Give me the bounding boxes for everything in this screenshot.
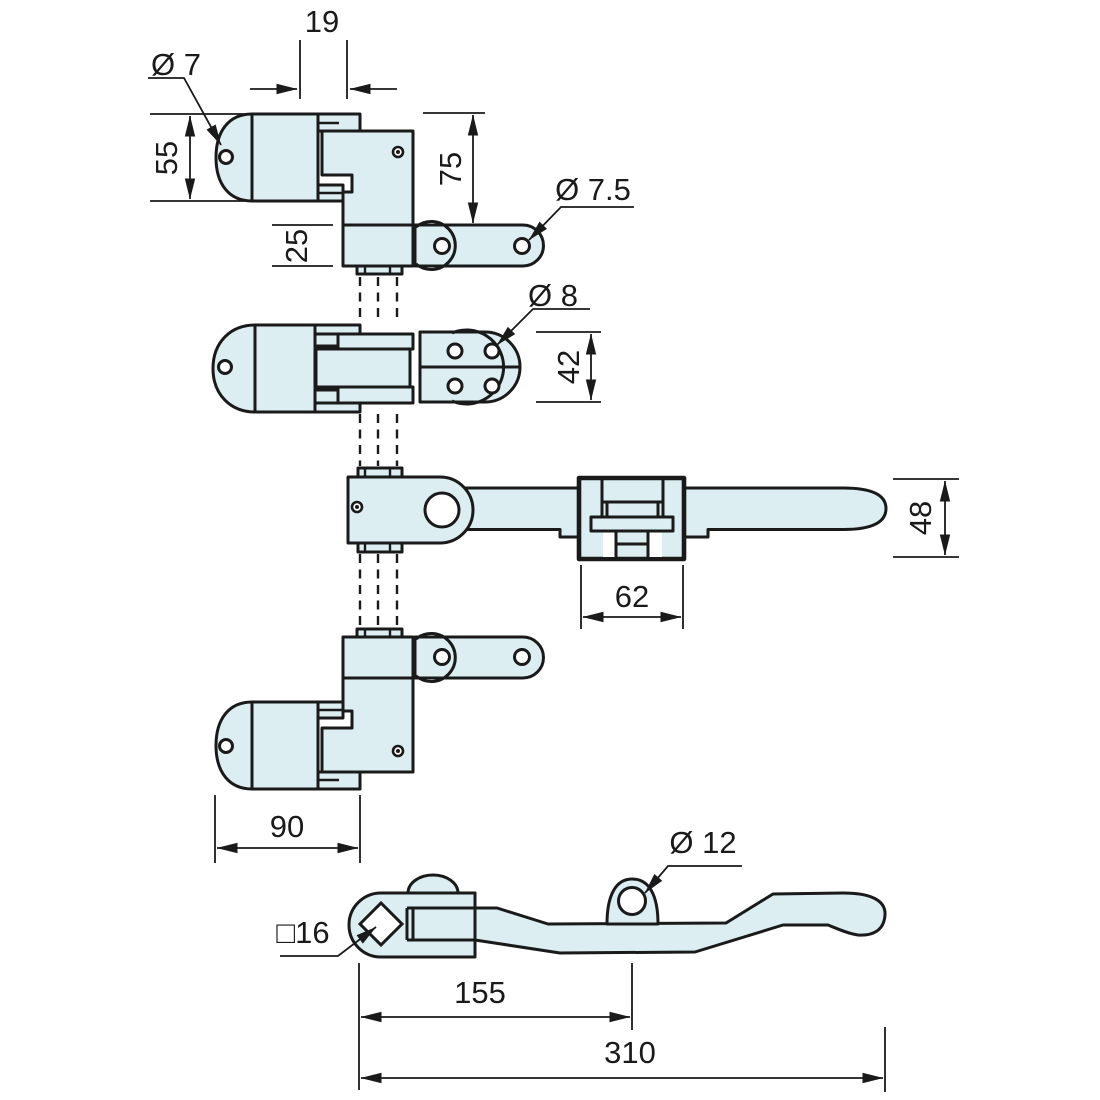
guide-bracket: [576, 475, 687, 562]
screw-hole-center: [396, 150, 400, 154]
eyelet-hole: [617, 886, 647, 916]
dim-19: 19: [250, 4, 397, 99]
dim-label-48: 48: [903, 501, 938, 535]
keeper-body: [253, 323, 317, 414]
dia-label-7: Ø 7: [151, 47, 201, 82]
dim-310: 310: [360, 1027, 886, 1092]
bracket-void: [649, 532, 662, 557]
dia-label-7-5: Ø 7.5: [555, 172, 631, 207]
link-hole-inner: [433, 237, 451, 255]
rod-stub: [355, 264, 404, 276]
upper-rod-guide-assembly: [214, 112, 545, 276]
dim-label-55: 55: [149, 141, 184, 175]
rod-bar: [314, 347, 412, 389]
dim-62: 62: [580, 565, 684, 629]
screw-hole-center: [355, 505, 359, 509]
arm-insert-lines: [405, 906, 475, 942]
keeper-mount-hole: [217, 359, 233, 375]
label-dia-8: Ø 8: [496, 278, 590, 346]
dim-label-310: 310: [604, 1035, 656, 1070]
dim-label-75: 75: [433, 152, 468, 186]
label-dia-7-5: Ø 7.5: [528, 172, 634, 241]
dim-42: 42: [536, 331, 601, 403]
dimension-annotations: 19 Ø 7 55 75 25 Ø 7.5 Ø 8: [148, 4, 959, 1092]
keeper-body: [250, 112, 320, 203]
dim-55: 55: [149, 113, 244, 202]
square-label-16: □16: [276, 915, 329, 950]
dim-label-19: 19: [305, 4, 339, 39]
plate-hole: [483, 342, 501, 360]
dim-label-62: 62: [615, 579, 649, 614]
keeper-mount-hole: [218, 149, 234, 165]
middle-rod-guide-assembly: [211, 323, 522, 414]
label-dia-12: Ø 12: [644, 825, 742, 894]
dim-25: 25: [272, 224, 333, 267]
lever-mechanism: [346, 466, 888, 562]
plate-hole: [483, 377, 501, 395]
dia-label-8: Ø 8: [528, 278, 578, 313]
plate-hole: [446, 377, 464, 395]
dim-155: 155: [358, 963, 633, 1090]
keeper-end-cap: [211, 323, 257, 414]
hub-bump: [406, 873, 460, 895]
bracket-void: [603, 532, 615, 557]
plate-hole: [446, 342, 464, 360]
handle-arm: [473, 891, 887, 955]
dim-label-42: 42: [551, 350, 586, 384]
link-hole-outer: [513, 237, 531, 255]
dim-75: 75: [423, 112, 485, 224]
rod-dashed-lines: [358, 277, 399, 627]
top-plate: [336, 332, 415, 351]
keeper-bottom-block: [313, 388, 340, 405]
dim-label-25: 25: [279, 229, 314, 263]
bracket-slide-plate: [589, 515, 675, 533]
dim-label-90: 90: [270, 809, 304, 844]
link-knuckle-arc: [415, 220, 457, 271]
dim-48: 48: [893, 478, 959, 558]
bottom-plate: [336, 385, 415, 405]
pivot-ring-hole: [423, 491, 461, 529]
label-square-16: □16: [276, 915, 377, 957]
dia-label-12: Ø 12: [669, 825, 736, 860]
rod-strip: [341, 223, 415, 268]
keeper-top-block: [313, 332, 340, 348]
keeper-end-cap: [214, 112, 254, 203]
hinge-knuckle-arc: [451, 328, 506, 406]
dim-90: 90: [214, 795, 361, 863]
label-dia-7: Ø 7: [148, 47, 222, 146]
dim-label-155: 155: [454, 975, 506, 1010]
